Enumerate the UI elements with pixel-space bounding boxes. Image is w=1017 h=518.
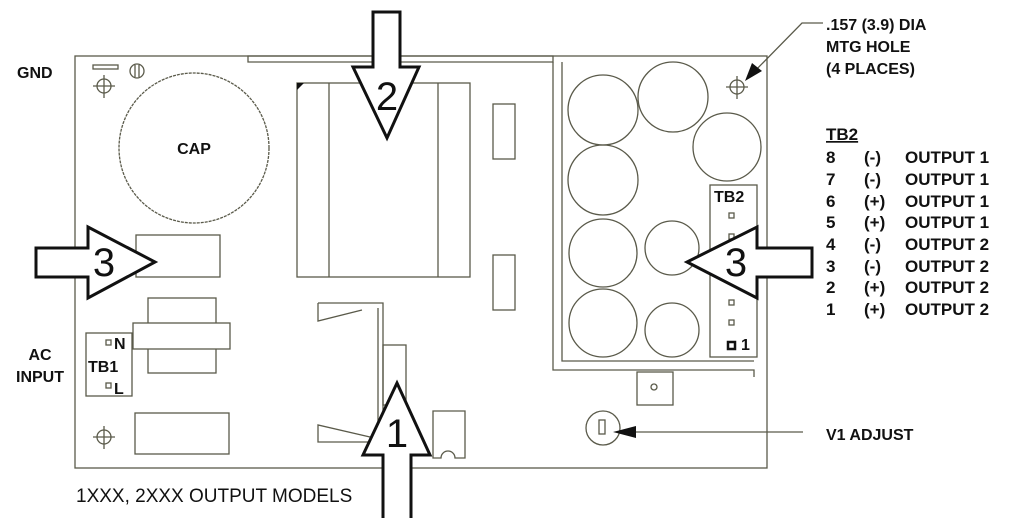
heatsink-clamp [317,302,384,443]
arrow-3-number: 3 [93,241,115,285]
board-outline [74,55,768,469]
arrow-3-number: 3 [725,241,747,285]
arrow-1-number: 1 [386,412,408,456]
mounting-hole-icon [93,426,115,449]
legend-output: OUTPUT 1 [905,192,989,211]
legend-row: 4 (-) OUTPUT 2 [826,235,989,254]
legend-polarity: (-) [864,170,881,189]
legend-row: 3 (-) OUTPUT 2 [826,257,989,276]
legend-polarity: (-) [864,148,881,167]
tb2-pin1-label: 1 [741,337,750,354]
legend-row: 6 (+) OUTPUT 1 [826,192,989,211]
component-rect [135,234,221,278]
v1-adjust-arrowhead [613,426,636,438]
arrow-2-number: 2 [376,75,398,119]
legend-row: 5 (+) OUTPUT 1 [826,213,989,232]
legend-pin: 5 [826,213,835,232]
v1-adjust-potentiometer-icon [585,410,621,446]
component-notched [432,410,466,459]
legend-pin: 8 [826,148,835,167]
tb1-n-label: N [114,336,126,353]
legend-output: OUTPUT 2 [905,300,989,319]
legend-pin: 2 [826,278,835,297]
screw-icon [129,63,145,79]
legend-polarity: (+) [864,213,885,232]
ground-tab [92,64,119,70]
legend-output: OUTPUT 2 [905,257,989,276]
legend-polarity: (-) [864,257,881,276]
legend-pin: 3 [826,257,835,276]
legend-row: 1 (+) OUTPUT 2 [826,300,989,319]
component-small-2 [492,254,516,311]
legend-output: OUTPUT 1 [905,213,989,232]
tb1-label: TB1 [88,359,118,376]
capacitor [118,72,270,224]
output-capacitors [567,61,762,358]
mtg-hole-arrowhead [745,63,762,81]
tb1-terminal-n [105,339,112,346]
legend-pin: 4 [826,235,836,254]
arrow-3-left-side: 3 [34,224,159,301]
inductor-band [132,322,231,350]
legend-output: OUTPUT 2 [905,235,989,254]
transformer-dividers [328,83,439,277]
legend-output: OUTPUT 2 [905,278,989,297]
output-module-frame [552,62,755,377]
legend-polarity: (-) [864,235,881,254]
arrow-3-right-side: 3 [683,224,814,301]
tb1-terminal-l [105,382,112,389]
legend-pin: 7 [826,170,835,189]
ac-input-label-line2: INPUT [16,369,64,386]
legend-row: 7 (-) OUTPUT 1 [826,170,989,189]
component-rect-bottom [134,412,230,455]
arrow-1-up: 1 [360,379,433,518]
mtg-hole-line2: MTG HOLE [826,39,911,56]
tb1-terminal-block [85,332,133,397]
legend-row: 8 (-) OUTPUT 1 [826,148,989,167]
legend-row: 2 (+) OUTPUT 2 [826,278,989,297]
legend-pin: 6 [826,192,835,211]
tb2-legend-title: TB2 [826,125,858,144]
pin1-marker [297,83,304,90]
module-tab [636,371,674,406]
legend-pin: 1 [826,300,835,319]
mounting-hole-icon [726,76,748,99]
module-tab-hole [650,383,658,391]
ac-input-label-line1: AC [28,347,52,364]
cap-label: CAP [177,141,211,158]
legend-output: OUTPUT 1 [905,170,989,189]
arrow-2-down: 2 [350,10,422,142]
tb2-terminals [726,212,737,351]
mtg-hole-line1: .157 (3.9) DIA [826,17,927,34]
legend-polarity: (+) [864,192,885,211]
v1-adjust-label: V1 ADJUST [826,427,914,444]
legend-polarity: (+) [864,300,885,319]
legend-polarity: (+) [864,278,885,297]
tb2-board-label: TB2 [714,189,744,206]
mounting-hole-icon [93,75,115,98]
mtg-hole-leader [749,22,823,77]
component-small-1 [492,103,516,160]
gnd-label: GND [17,65,53,82]
models-caption: 1XXX, 2XXX OUTPUT MODELS [76,486,352,507]
mtg-hole-line3: (4 PLACES) [826,61,915,78]
legend-output: OUTPUT 1 [905,148,989,167]
tb2-legend: TB2 8 (-) OUTPUT 1 7 (-) OUTPUT 1 6 (+) OUTPUT… [826,125,989,319]
tb1-l-label: L [114,381,124,398]
